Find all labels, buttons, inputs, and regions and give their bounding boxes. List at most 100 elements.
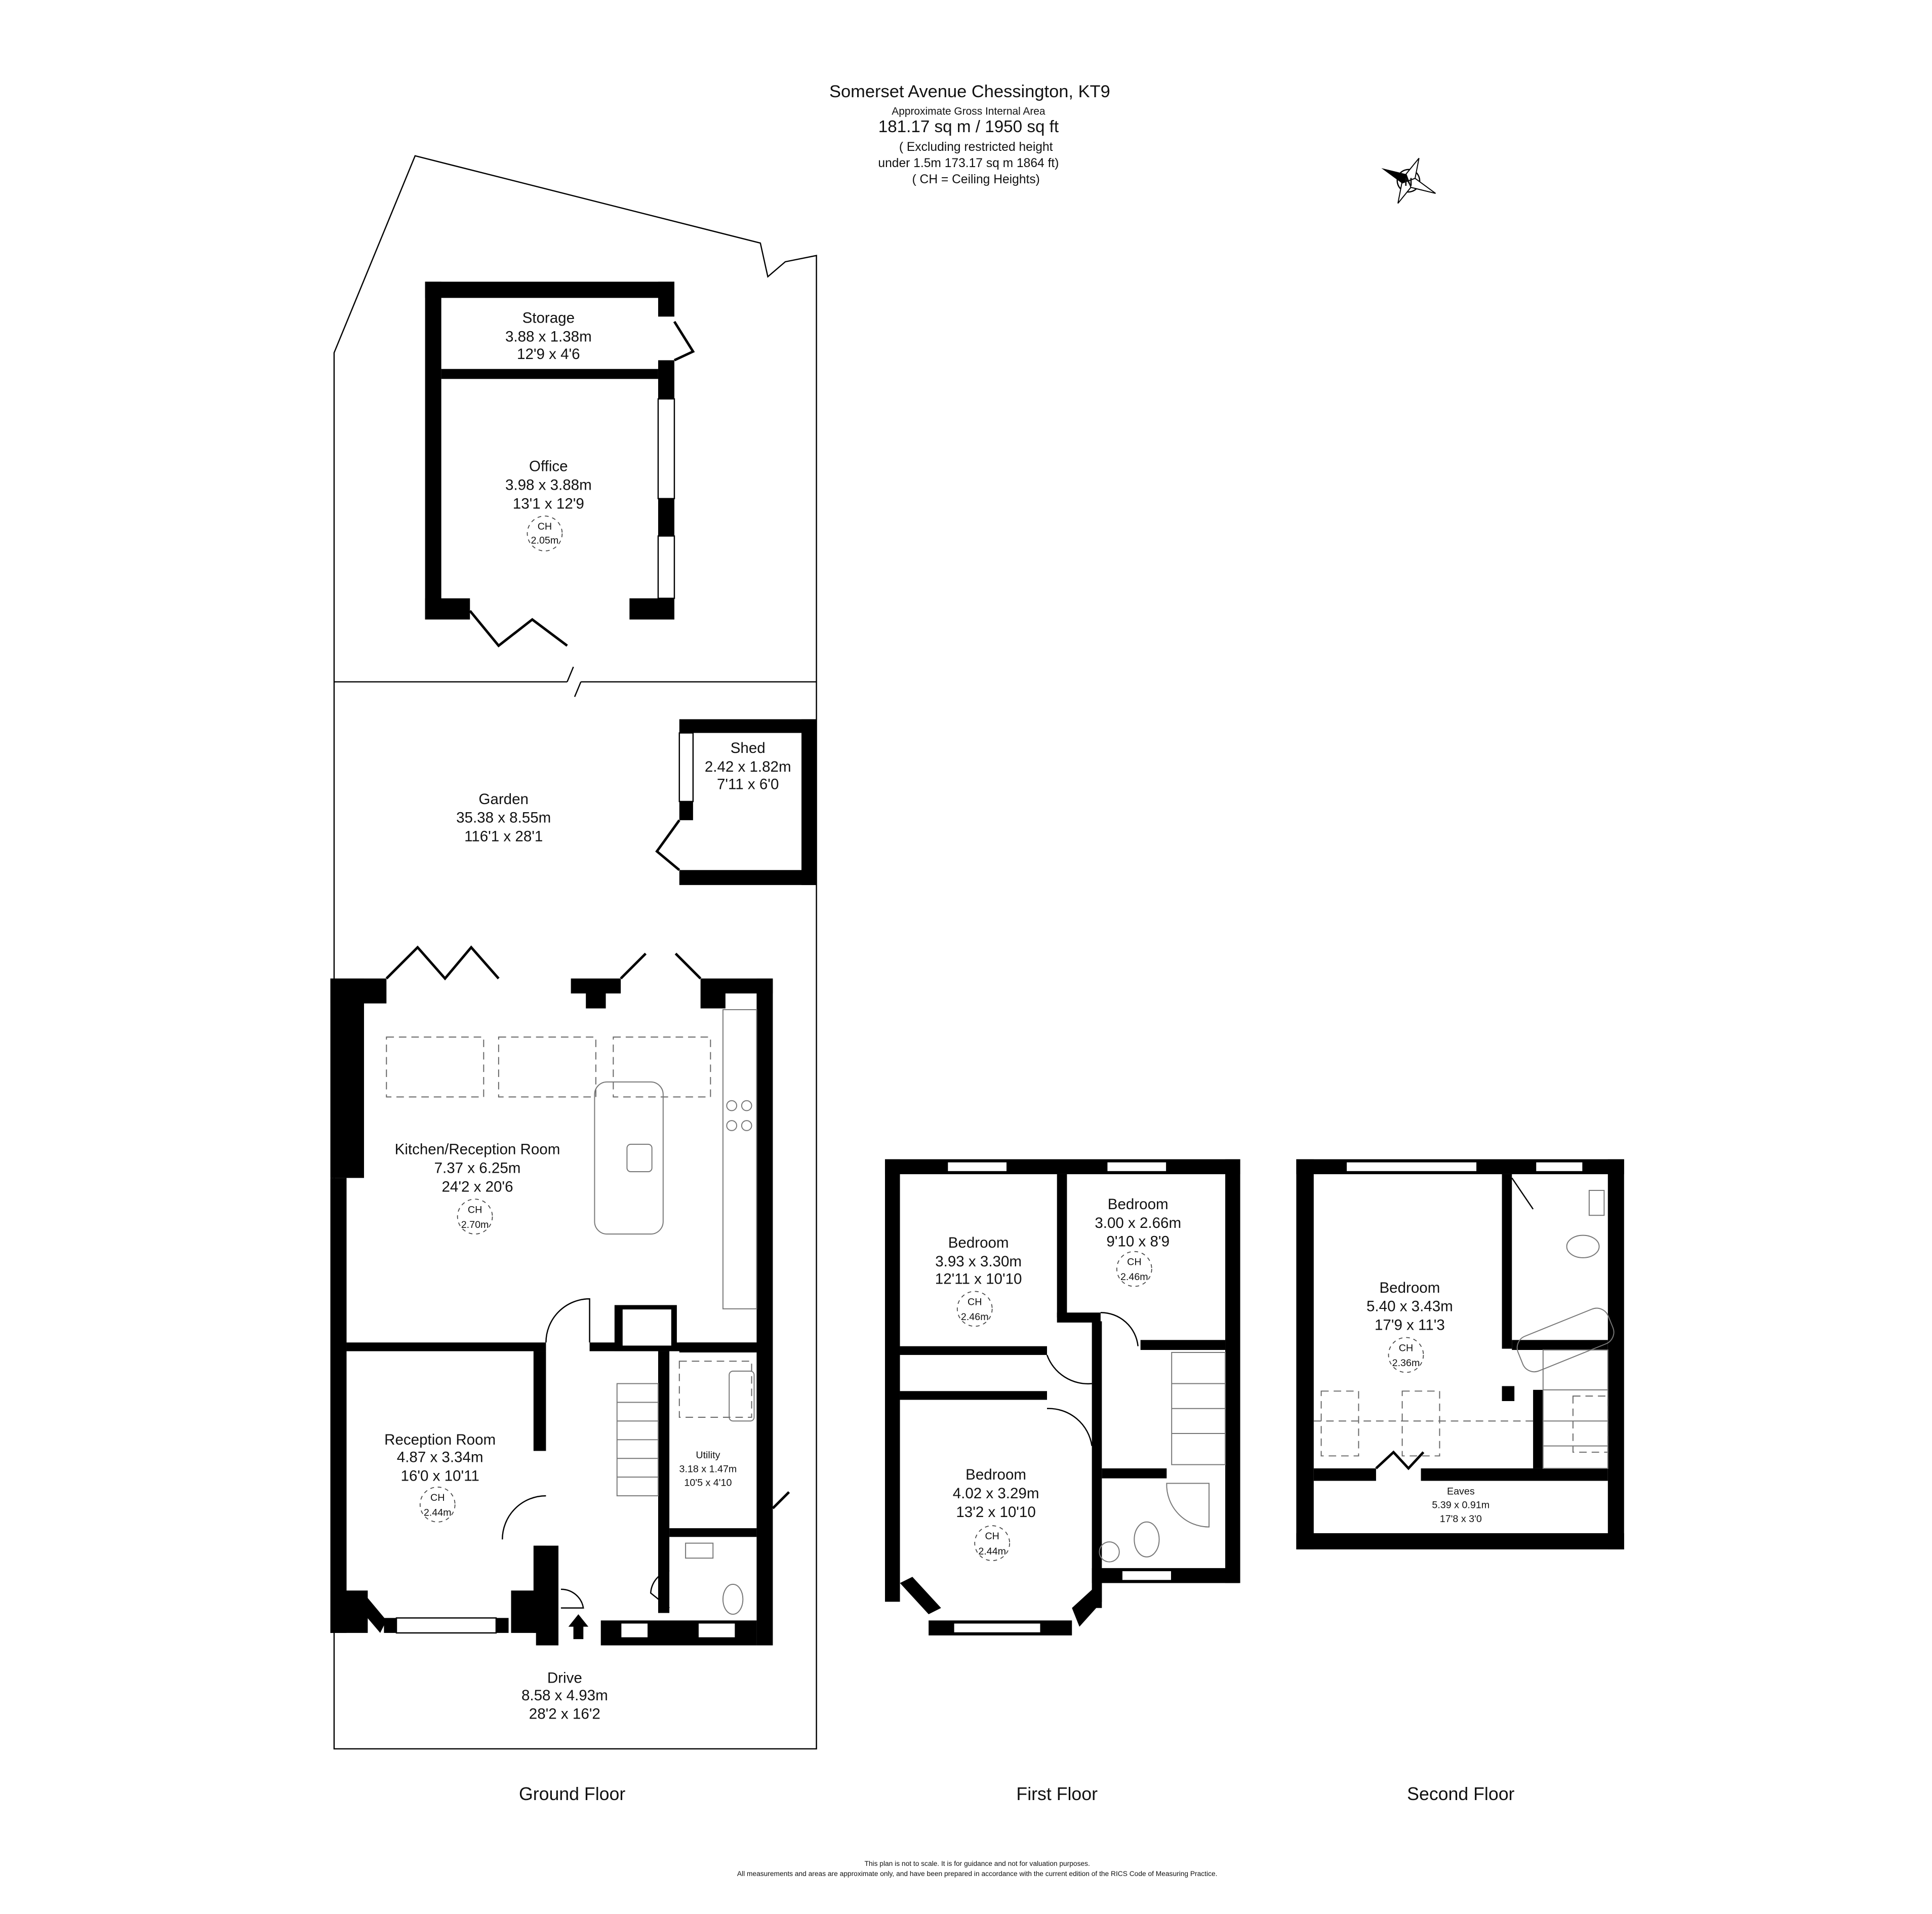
room-garden: Garden 35.38 x 8.55m 116'1 x 28'1	[456, 791, 551, 845]
room-label-text: 2.70m	[461, 1219, 489, 1230]
plan-linework	[457, 1199, 493, 1234]
plan-linework	[1607, 1159, 1624, 1549]
sink-icon	[626, 1143, 653, 1173]
plan-linework	[425, 282, 674, 298]
bedroom2-door[interactable]	[1100, 1311, 1139, 1346]
room-utility: Utility 3.18 x 1.47m 10'5 x 4'10	[679, 1450, 737, 1488]
room-label-text: Bedroom	[948, 1234, 1009, 1251]
shed-door[interactable]	[655, 819, 680, 871]
plan-linework	[629, 598, 674, 620]
room-label-text: CH	[1399, 1343, 1413, 1354]
plan-linework	[613, 1036, 711, 1098]
room-label-text: 13'1 x 12'9	[513, 495, 584, 512]
front-door[interactable]	[560, 1588, 584, 1609]
basin-icon	[685, 1542, 714, 1559]
room-shed: Shed 2.42 x 1.82m 7'11 x 6'0	[705, 740, 791, 792]
disclaimer-line-2: All measurements and areas are approxima…	[737, 1870, 1218, 1878]
kitchen-bifold-door[interactable]	[385, 945, 500, 981]
wc-door[interactable]	[650, 1570, 670, 1609]
plan-linework	[726, 1120, 738, 1131]
room-label-text: 9'10 x 8'9	[1106, 1233, 1170, 1250]
plan-linework	[359, 1598, 387, 1633]
compass-label: N	[1404, 176, 1413, 188]
room-drive: Drive 8.58 x 4.93m 28'2 x 16'2	[521, 1669, 608, 1722]
room-label-text: 5.39 x 0.91m	[1432, 1500, 1490, 1511]
area-subtitle: Approximate Gross Internal Area	[892, 105, 1045, 117]
office-bifold-door[interactable]	[469, 610, 568, 648]
plan-linework	[1401, 1390, 1440, 1457]
plan-linework	[900, 1346, 1048, 1355]
disclaimer-line-1: This plan is not to scale. It is for gui…	[864, 1860, 1090, 1867]
plan-linework	[386, 1036, 485, 1098]
basin-icon	[1588, 1189, 1605, 1216]
plan-linework	[884, 1159, 900, 1602]
plan-linework	[1102, 1468, 1167, 1479]
plan-linework	[974, 1525, 1011, 1561]
plan-linework	[1225, 1159, 1240, 1583]
plan-linework	[679, 801, 693, 820]
plan-linework	[425, 282, 441, 620]
room-label-text: 2.44m	[978, 1546, 1006, 1557]
kitchen-french-door[interactable]	[620, 952, 702, 980]
room-label-text: 13'2 x 10'10	[956, 1504, 1035, 1521]
plan-linework	[679, 719, 817, 733]
plan-linework	[658, 360, 674, 399]
plan-linework	[678, 732, 694, 803]
plan-linework	[678, 1361, 752, 1418]
plan-linework	[1320, 1390, 1359, 1457]
eaves-door[interactable]	[1375, 1450, 1425, 1470]
plan-linework	[756, 978, 773, 1646]
bathroom-door[interactable]	[1511, 1177, 1534, 1210]
room-label-text: 5.40 x 3.43m	[1366, 1298, 1453, 1315]
plan-linework	[527, 515, 563, 551]
plan-linework	[1057, 1312, 1101, 1323]
bedroom1-door[interactable]	[1046, 1354, 1092, 1385]
reception-door[interactable]	[502, 1495, 546, 1540]
room-label-text: Storage	[522, 310, 575, 327]
plan-linework	[697, 1622, 736, 1639]
compass-icon: N	[1381, 157, 1436, 204]
plan-linework	[1381, 168, 1408, 183]
room-eaves: Eaves 5.39 x 0.91m 17'8 x 3'0	[1432, 1486, 1490, 1525]
office-window	[657, 398, 675, 499]
room-label-text: 8.58 x 4.93m	[521, 1687, 608, 1704]
excluding-line-1: ( Excluding restricted height	[899, 140, 1053, 154]
plan-linework	[586, 993, 606, 1009]
excluding-line-2: under 1.5m 173.17 sq m 1864 ft)	[878, 156, 1059, 170]
plan-linework	[1421, 1468, 1608, 1481]
skylights	[386, 1036, 752, 1418]
room-label-text: 2.36m	[1392, 1358, 1420, 1369]
plan-linework	[900, 1391, 1048, 1400]
ground-floor: Storage 3.88 x 1.38m 12'9 x 4'6 Office 3…	[330, 155, 817, 1804]
plan-linework	[1106, 1161, 1168, 1173]
plan-linework	[621, 1308, 673, 1347]
plan-linework	[679, 870, 817, 885]
plan-linework	[330, 978, 387, 1004]
second-floor: Bedroom 5.40 x 3.43m 17'9 x 11'3 CH 2.36…	[1296, 1159, 1624, 1804]
second-floor-label: Second Floor	[1407, 1784, 1514, 1804]
toilet-icon	[1566, 1234, 1600, 1258]
hob-icon	[726, 1100, 738, 1111]
room-label-text: 3.18 x 1.47m	[679, 1463, 737, 1474]
total-area: 181.17 sq m / 1950 sq ft	[878, 117, 1059, 136]
plan-linework	[657, 535, 675, 599]
plan-linework	[330, 1590, 368, 1633]
bedroom3-door[interactable]	[1046, 1408, 1093, 1446]
room-label-text: Garden	[478, 791, 529, 808]
room-label-text: 24'2 x 20'6	[441, 1178, 513, 1195]
plan-linework	[956, 1291, 993, 1327]
kitchen-door[interactable]	[545, 1298, 590, 1343]
room-label-text: Bedroom	[1379, 1280, 1440, 1296]
side-door[interactable]	[772, 1491, 790, 1509]
plan-linework	[1502, 1174, 1512, 1349]
office-building	[425, 282, 695, 648]
first-stairs	[1171, 1352, 1226, 1465]
plan-linework	[953, 1622, 1041, 1634]
plan-linework	[330, 1178, 347, 1633]
plan-linework	[1057, 1174, 1067, 1318]
plan-linework	[533, 1351, 546, 1451]
storage-door[interactable]	[673, 321, 695, 362]
plan-linework	[884, 1159, 1240, 1174]
plan-linework	[1296, 1533, 1624, 1549]
room-label-text: CH	[538, 521, 552, 532]
